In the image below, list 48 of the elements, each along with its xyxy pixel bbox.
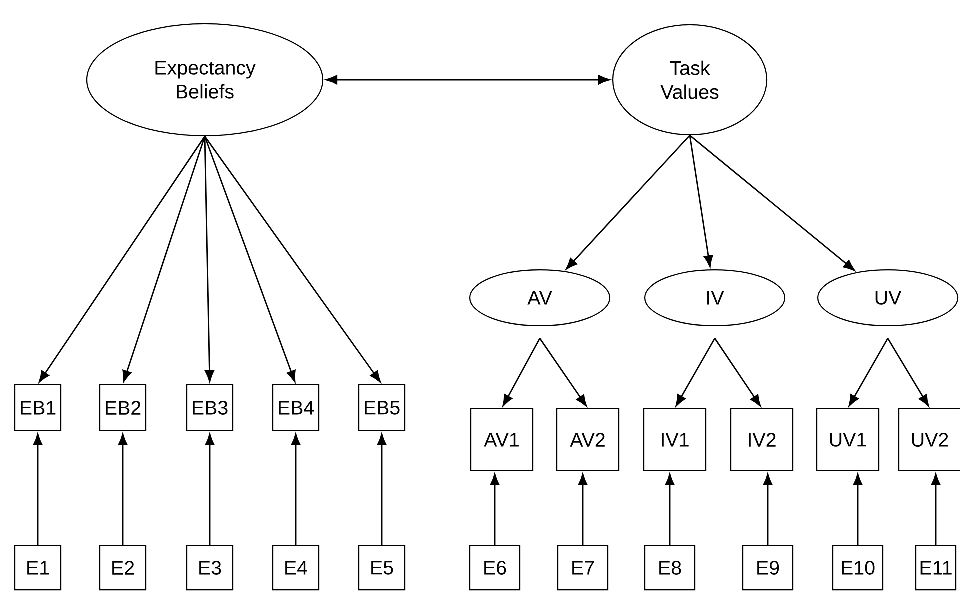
- indicator-box: EB4: [272, 384, 320, 432]
- error-box: E2: [99, 545, 147, 591]
- error-box: E5: [358, 545, 406, 591]
- error-box: E3: [186, 545, 234, 591]
- arrow: [204, 136, 214, 382]
- arrow: [38, 136, 206, 383]
- error-box: E8: [644, 545, 696, 591]
- error-box: E11: [915, 545, 957, 591]
- arrow: [714, 338, 762, 407]
- arrow: [502, 338, 541, 407]
- arrow: [33, 434, 43, 546]
- arrow: [689, 135, 714, 268]
- error-box: E7: [557, 545, 609, 591]
- arrow: [377, 434, 387, 546]
- arrow: [291, 434, 301, 546]
- indicator-box: UV2: [898, 408, 960, 472]
- indicator-box: UV1: [816, 408, 880, 472]
- arrow: [490, 474, 500, 546]
- indicator-box: IV1: [643, 408, 707, 472]
- arrow: [326, 75, 610, 85]
- indicator-box: AV2: [556, 408, 620, 472]
- arrow: [676, 338, 716, 407]
- error-box: E6: [469, 545, 521, 591]
- arrow: [848, 338, 889, 407]
- arrow: [204, 136, 296, 382]
- error-box: E4: [272, 545, 320, 591]
- arrow: [122, 136, 206, 382]
- arrow: [887, 338, 930, 407]
- arrow: [665, 474, 675, 546]
- indicator-box: EB2: [99, 384, 147, 432]
- error-box: E1: [14, 545, 62, 591]
- indicator-box: AV1: [470, 408, 534, 472]
- arrow: [566, 135, 691, 270]
- error-box: E10: [832, 545, 884, 591]
- indicator-box: EB5: [358, 384, 406, 432]
- arrow: [118, 434, 128, 546]
- indicator-box: EB3: [186, 384, 234, 432]
- arrow: [690, 135, 856, 272]
- arrow: [204, 136, 382, 383]
- error-box: E9: [742, 545, 794, 591]
- arrow: [205, 434, 215, 546]
- arrow: [578, 474, 588, 546]
- arrow: [853, 474, 863, 546]
- arrow: [763, 474, 773, 546]
- indicator-box: EB1: [14, 384, 62, 432]
- indicator-box: IV2: [730, 408, 794, 472]
- arrow: [931, 474, 941, 546]
- arrow: [539, 338, 588, 407]
